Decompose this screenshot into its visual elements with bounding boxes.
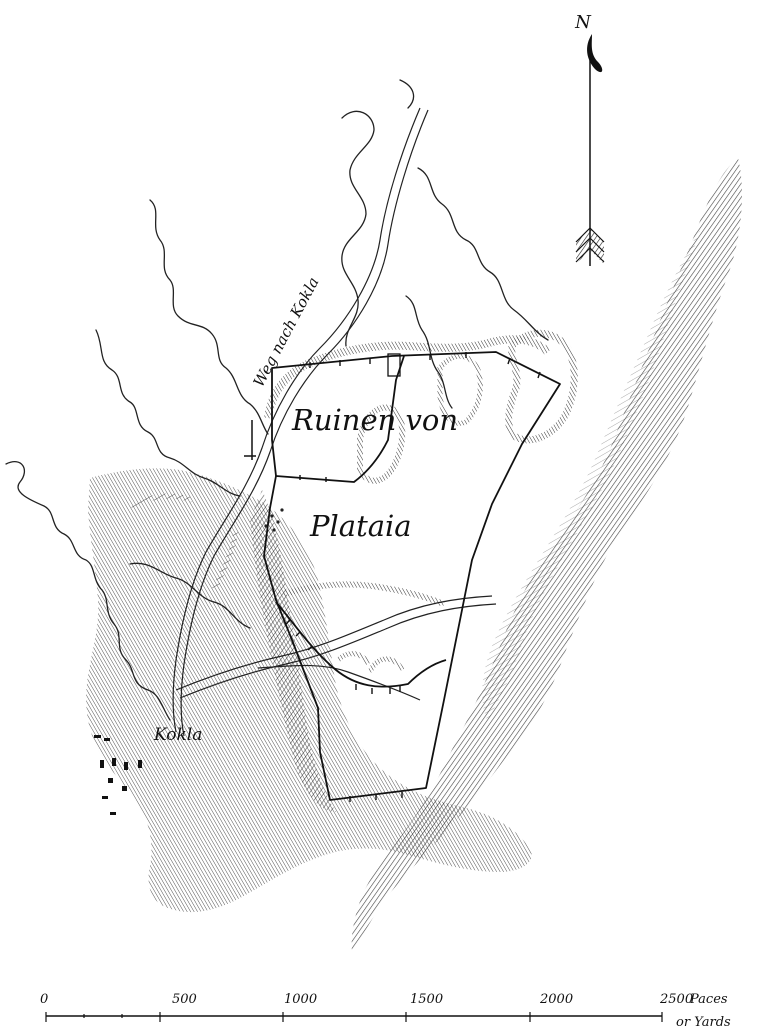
east-ridge-shadow (482, 230, 700, 722)
scale-unit-paces: Paces (689, 992, 728, 1007)
cross-road-a (175, 595, 493, 691)
stream-north (149, 199, 269, 435)
roads (172, 107, 497, 737)
arrow-fletching-fill (576, 228, 604, 264)
southwest-hill (86, 468, 532, 913)
stream-northwest (95, 329, 241, 497)
stream-east-inner (405, 295, 453, 409)
scale-tick-2500: 2500 (659, 992, 693, 1007)
scale-unit-yards: or Yards (676, 1015, 731, 1030)
inner-hill-b (437, 353, 483, 426)
north-arrow: N (574, 12, 605, 266)
north-rim (264, 335, 551, 419)
west-city-slope (250, 490, 336, 812)
scale-tick-2000: 2000 (539, 992, 573, 1007)
scale-tick-1000: 1000 (284, 992, 317, 1007)
outer-wall (263, 351, 561, 801)
stream-northeast (399, 79, 549, 341)
central-ridge (283, 581, 446, 607)
stream-north-loop (341, 110, 375, 347)
road-to-kokla-west (172, 107, 421, 733)
south-road (257, 664, 421, 701)
inner-wall (275, 355, 405, 483)
road-to-kokla-east (180, 109, 429, 737)
north-gate (387, 353, 401, 377)
scale-bar: 0 500 1000 1500 2000 2500 Paces or Yards (40, 992, 731, 1030)
scale-tick-1500: 1500 (410, 992, 443, 1007)
inner-hill-c (505, 329, 578, 444)
scale-tick-500: 500 (172, 992, 197, 1007)
wall-ticks (285, 352, 541, 802)
stream-middle (129, 562, 251, 629)
signpost (244, 420, 256, 460)
ruinen-label: Ruinen von (291, 403, 458, 437)
south-knoll (336, 651, 405, 674)
terrain-hachures (86, 158, 742, 952)
north-label: N (574, 12, 592, 33)
scale-tick-0: 0 (40, 992, 48, 1007)
building-dots (264, 508, 284, 532)
kokla-village (94, 735, 142, 815)
scale-ticks (45, 1012, 663, 1022)
compass-crescent-icon (587, 34, 603, 73)
city-walls (263, 351, 561, 802)
kokla-label: Kokla (153, 725, 202, 745)
streams (5, 79, 549, 721)
west-knoll (130, 493, 239, 592)
cross-road-b (179, 603, 497, 699)
plataia-label: Plataia (309, 509, 412, 543)
stream-west (5, 461, 171, 721)
southern-wall (275, 601, 447, 688)
inner-hill-a (357, 404, 406, 484)
